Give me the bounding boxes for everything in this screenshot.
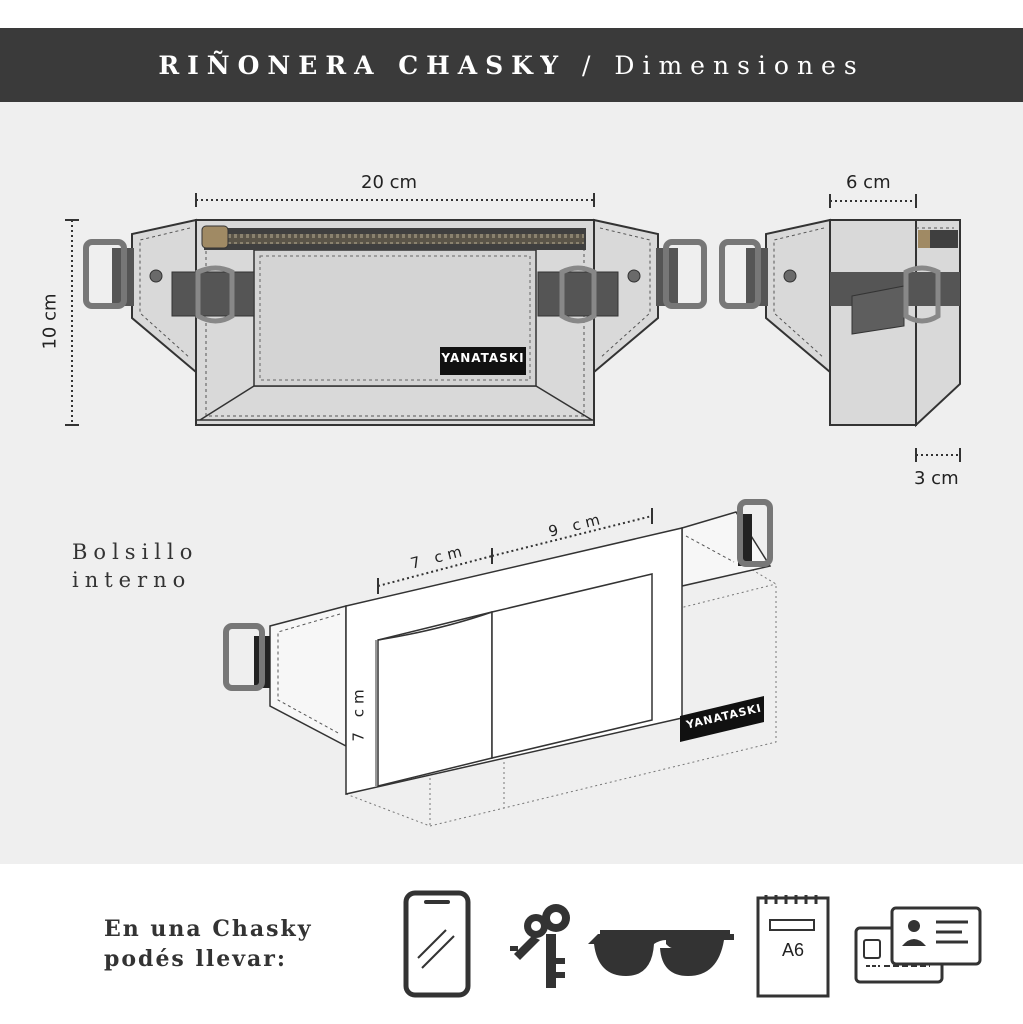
id-cards-icon [854,906,982,984]
pocket-height-label: 7 cm [349,684,368,742]
keys-icon [510,904,570,988]
side-width-label: 6 cm [846,172,891,193]
front-width-label: 20 cm [361,172,418,193]
footer-caption: En una Chasky podés llevar: [104,916,313,972]
sunglasses-icon [588,930,734,976]
smartphone-icon [403,890,471,998]
front-height-label: 10 cm [39,293,61,350]
side-depth-label: 3 cm [914,468,959,489]
internal-pocket-view [223,499,777,827]
header-bar: RIÑONERA CHASKY / Dimensiones [0,28,1023,102]
pocket-section-title: Bolsillo interno [72,540,199,592]
brand-tag [440,347,526,375]
page-title: RIÑONERA CHASKY / Dimensiones [158,50,865,80]
notepad-size-label: A6 [781,940,805,960]
notepad-icon [756,895,830,998]
side-view [719,194,961,462]
front-view [65,193,707,426]
front-brand-label: YANATASKI [441,351,525,365]
